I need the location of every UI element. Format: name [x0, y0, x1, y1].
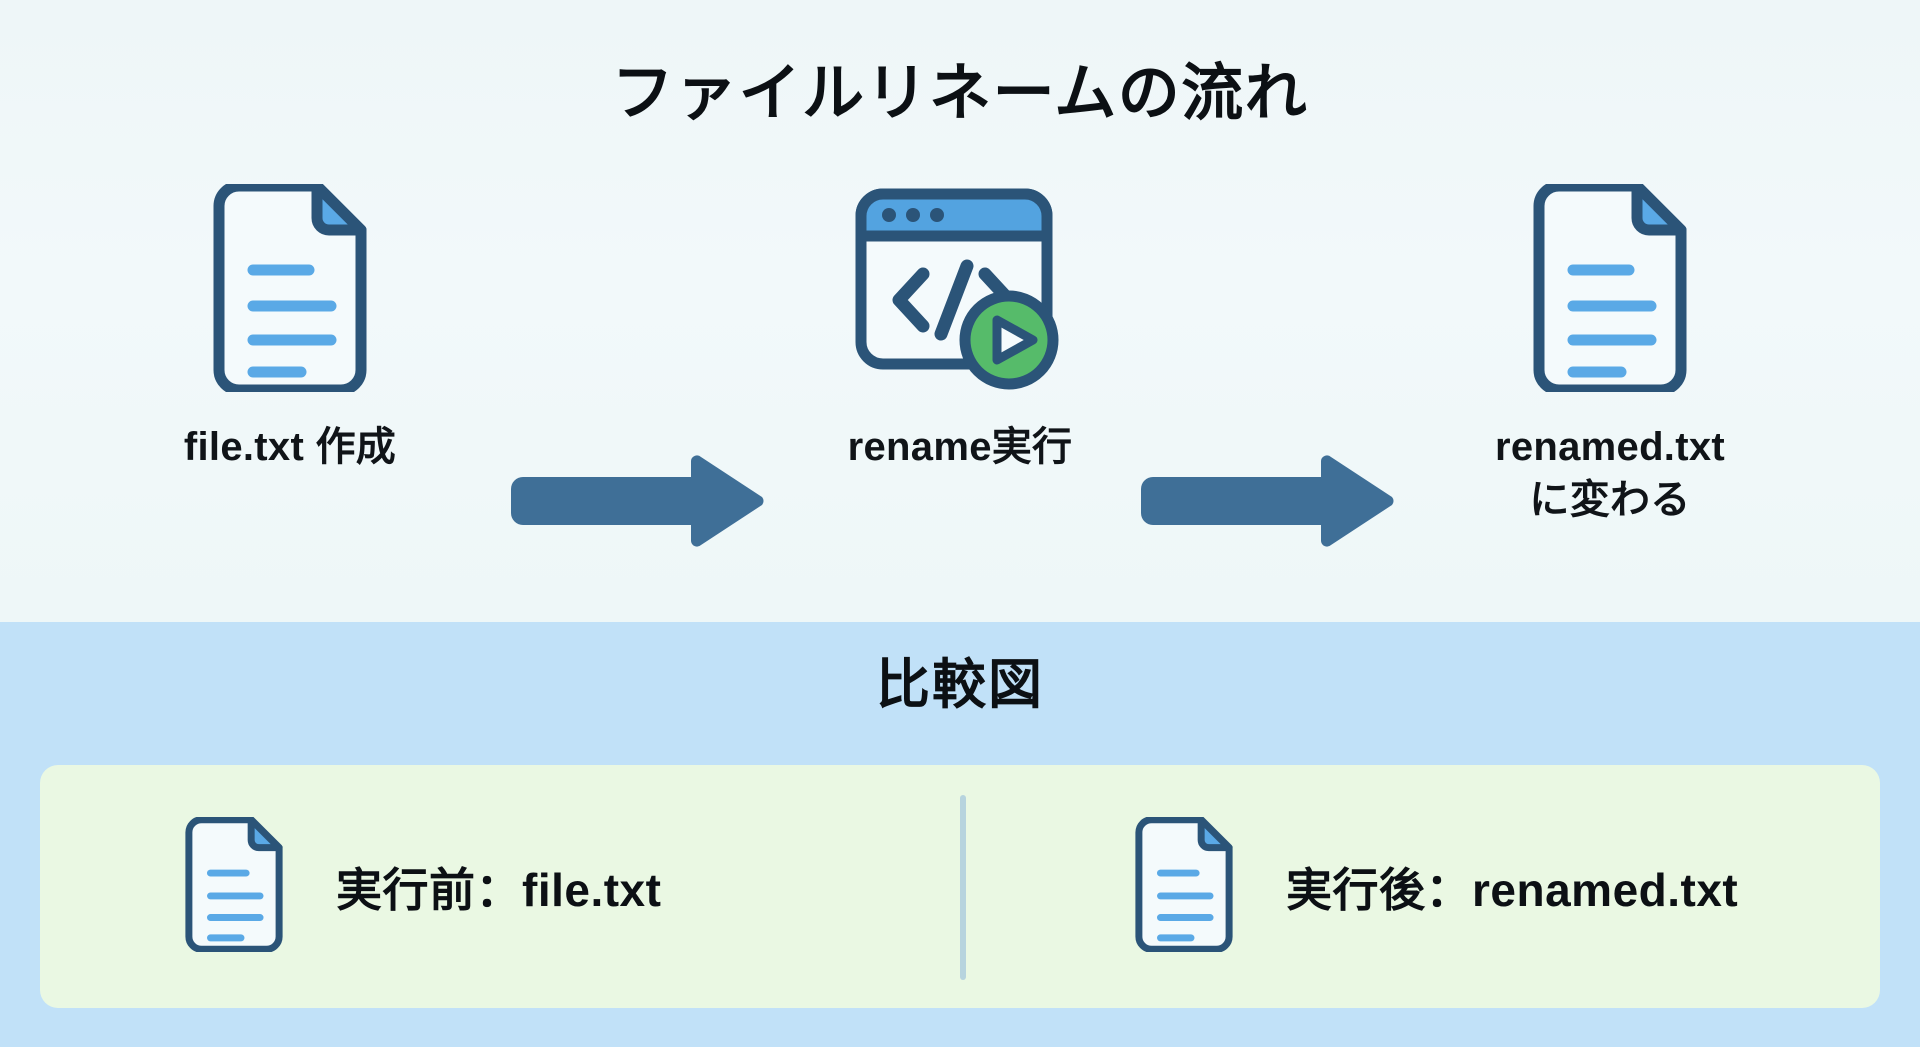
- file-document-icon-svg: [185, 815, 283, 953]
- code-window-run-icon: [851, 180, 1069, 395]
- flow-step-run: rename実行: [790, 180, 1130, 474]
- flow-step-label: file.txt 作成: [183, 425, 397, 469]
- flow-diagram: file.txt 作成: [0, 180, 1920, 600]
- arrow-right-icon-svg: [511, 455, 764, 547]
- flow-step-renamed: renamed.txt に変わる: [1440, 180, 1780, 527]
- file-document-icon: [1130, 815, 1238, 957]
- arrow-right-icon: [505, 455, 770, 552]
- file-document-icon-svg: [1533, 183, 1687, 392]
- page-title: ファイルリネームの流れ: [611, 59, 1309, 128]
- compare-before-item: 実行前：file.txt: [40, 815, 960, 957]
- file-document-icon-svg: [213, 183, 367, 392]
- file-document-icon: [1525, 180, 1695, 395]
- flow-step-label: renamed.txt に変わる: [1494, 425, 1726, 522]
- arrow-right-icon: [1135, 455, 1400, 552]
- compare-divider: [960, 795, 966, 980]
- compare-section-title: 比較図: [876, 655, 1044, 715]
- compare-after-label: 実行後：renamed.txt: [1286, 863, 1739, 916]
- flow-step-label: rename実行: [847, 425, 1073, 469]
- file-document-icon: [205, 180, 375, 395]
- arrow-right-icon-svg: [1141, 455, 1394, 547]
- file-document-icon: [180, 815, 288, 957]
- compare-after-item: 実行後：renamed.txt: [960, 815, 1880, 957]
- code-window-run-icon-svg: [855, 188, 1059, 389]
- flow-step-create: file.txt 作成: [120, 180, 460, 474]
- file-document-icon-svg: [1135, 815, 1233, 953]
- compare-before-label: 実行前：file.txt: [336, 863, 662, 916]
